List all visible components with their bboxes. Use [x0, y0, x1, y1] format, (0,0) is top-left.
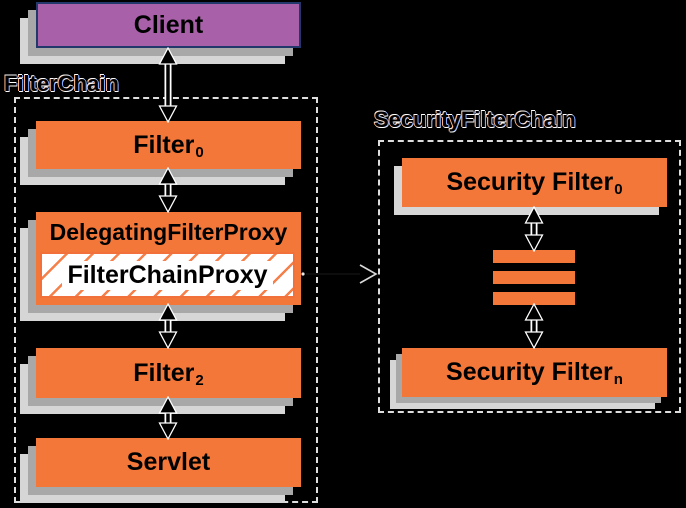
servlet-box: Servlet	[36, 438, 301, 487]
security-filter-0-subscript: 0	[614, 181, 623, 198]
arrow-stack-securityfiltern	[524, 303, 544, 349]
security-filter-n-label: Security Filter	[446, 358, 613, 386]
securityfilterchain-group-label: SecurityFilterChain	[374, 107, 576, 132]
servlet-label: Servlet	[126, 448, 211, 476]
client-box: Client	[36, 2, 301, 48]
security-filter-n-subscript: n	[613, 371, 623, 388]
arrow-filter0-delegatingfilterproxy	[158, 167, 178, 213]
delegatingfilterproxy-label: DelegatingFilterProxy	[49, 218, 288, 245]
filterchainproxy-box: FilterChainProxy	[40, 252, 295, 298]
security-filter-0-label: Security Filter	[446, 168, 614, 196]
filter-stack-bar	[493, 292, 575, 305]
filterchain-group-label: FilterChain	[4, 71, 119, 96]
filterchainproxy-label: FilterChainProxy	[62, 260, 273, 290]
filter0-subscript: 0	[195, 143, 204, 161]
arrow-filter2-servlet	[158, 396, 178, 440]
client-label: Client	[133, 10, 204, 39]
filter-stack-bar	[493, 250, 575, 263]
filter-stack-bar	[493, 271, 575, 284]
filter2-label: Filter	[133, 358, 195, 387]
filter0-label: Filter	[133, 130, 195, 159]
securityfilterchain-dashed-container	[378, 140, 681, 413]
arrow-filterchainproxy-securityfilterchain	[301, 264, 378, 284]
arrow-client-filter0	[158, 47, 178, 123]
filter2-subscript: 2	[195, 371, 204, 389]
arrow-securityfilter0-stack	[524, 206, 544, 252]
arrow-filterchainproxy-filter2	[158, 303, 178, 349]
